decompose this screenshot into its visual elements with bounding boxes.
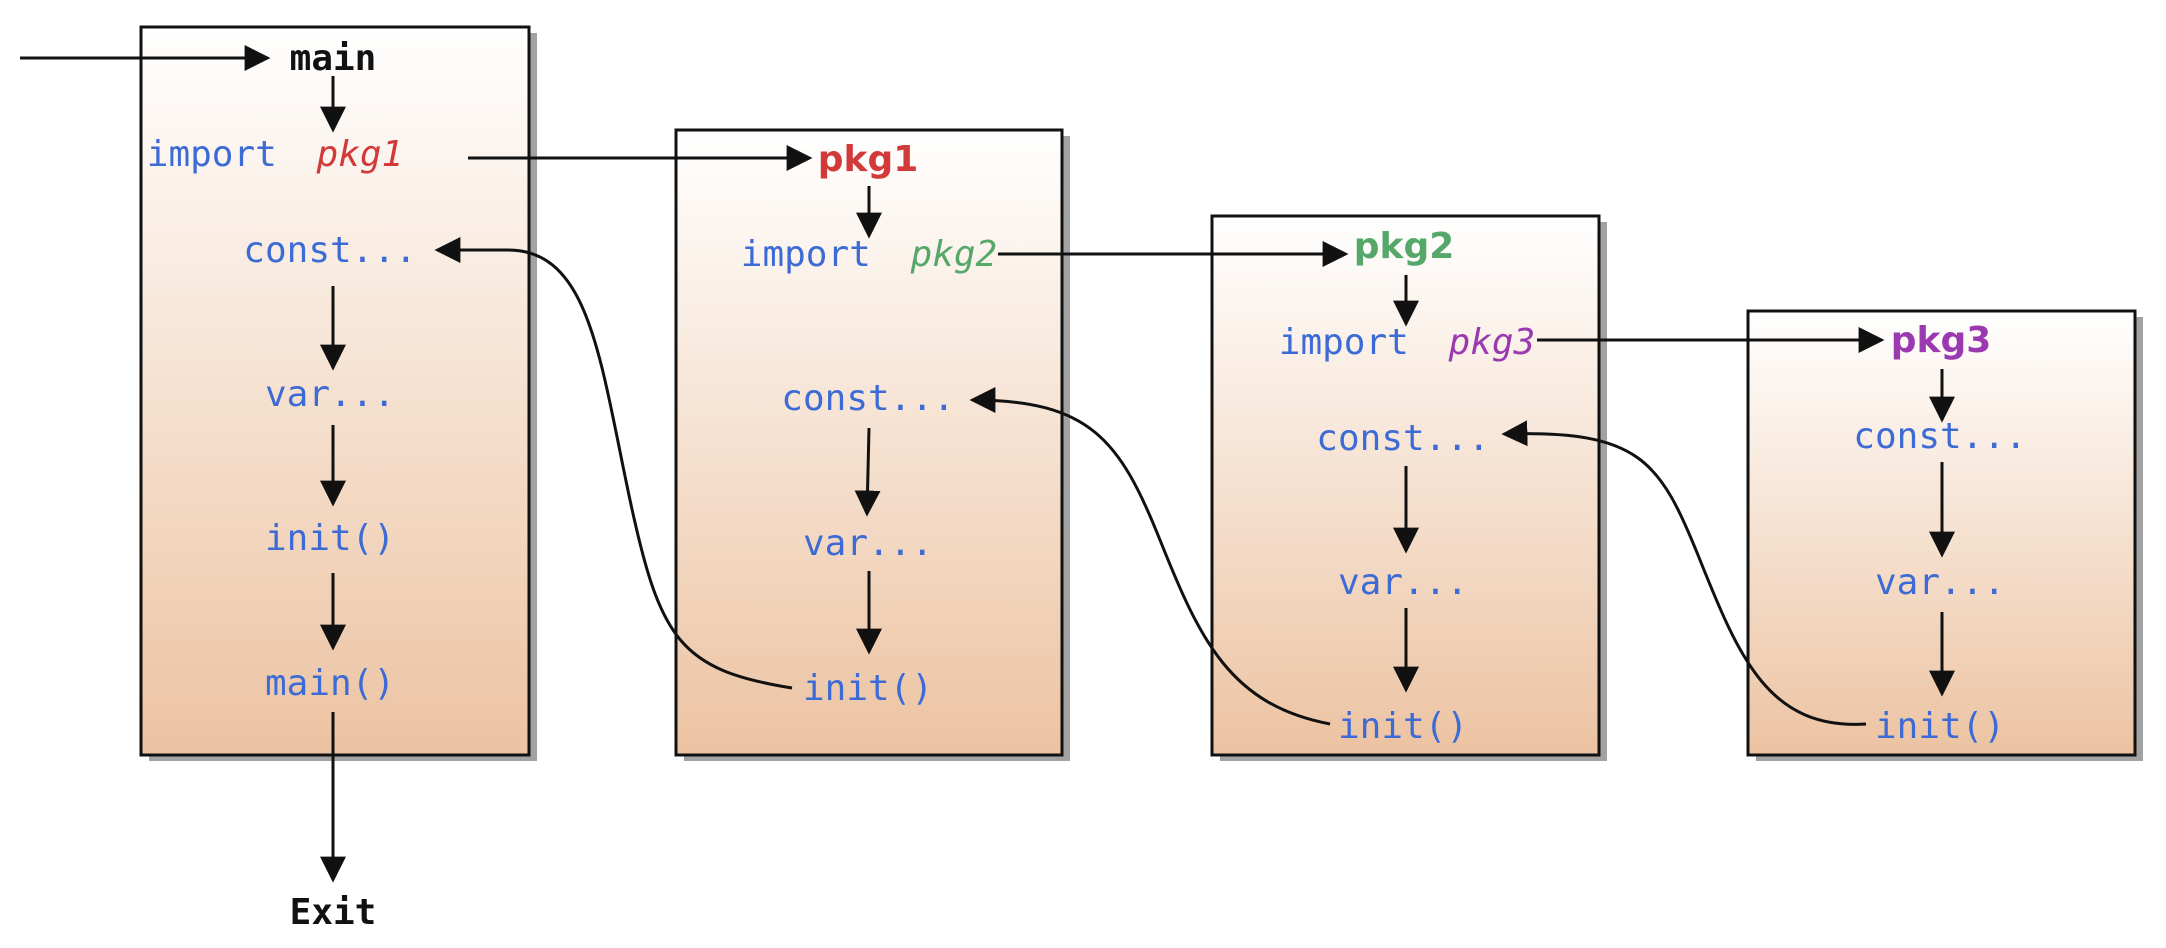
import-line-main: import pkg1 xyxy=(147,134,403,175)
step-const: const... xyxy=(1316,418,1489,459)
step-var: var... xyxy=(803,523,933,564)
import-name-pkg2: pkg2 xyxy=(910,234,998,275)
step-const: const... xyxy=(243,230,416,271)
step-init: init() xyxy=(265,518,395,559)
step-var: var... xyxy=(1338,562,1468,603)
box-pkg2 xyxy=(1210,214,1607,761)
step-var: var... xyxy=(265,374,395,415)
step-init: init() xyxy=(1875,706,2005,747)
return-curve-pkg3-to-pkg2 xyxy=(1501,420,1867,726)
import-name-pkg3: pkg3 xyxy=(1448,322,1536,363)
step-const: const... xyxy=(781,378,954,419)
import-keyword: import xyxy=(1279,322,1409,363)
box-title-main: main xyxy=(290,38,377,79)
box-title-pkg3: pkg3 xyxy=(1891,320,1992,361)
box-main xyxy=(139,25,537,761)
box-pkg1 xyxy=(674,128,1070,761)
step-main-func: main() xyxy=(265,663,395,704)
import-line-pkg1: import pkg2 xyxy=(741,234,997,275)
import-keyword: import xyxy=(147,134,277,175)
box-title-pkg2: pkg2 xyxy=(1354,226,1455,267)
exit-label: Exit xyxy=(290,892,377,933)
import-line-pkg2: import pkg3 xyxy=(1279,322,1535,363)
return-curve-pkg1-to-main xyxy=(434,237,793,690)
box-pkg3 xyxy=(1746,309,2143,761)
box-title-pkg1: pkg1 xyxy=(818,139,919,180)
import-name-pkg1: pkg1 xyxy=(316,134,404,175)
arrow-pkg1-const-to-var xyxy=(854,427,881,517)
return-curve-pkg2-to-pkg1 xyxy=(969,387,1331,726)
import-keyword: import xyxy=(741,234,871,275)
step-init: init() xyxy=(1338,706,1468,747)
step-var: var... xyxy=(1875,562,2005,603)
step-const: const... xyxy=(1853,416,2026,457)
step-init: init() xyxy=(803,668,933,709)
